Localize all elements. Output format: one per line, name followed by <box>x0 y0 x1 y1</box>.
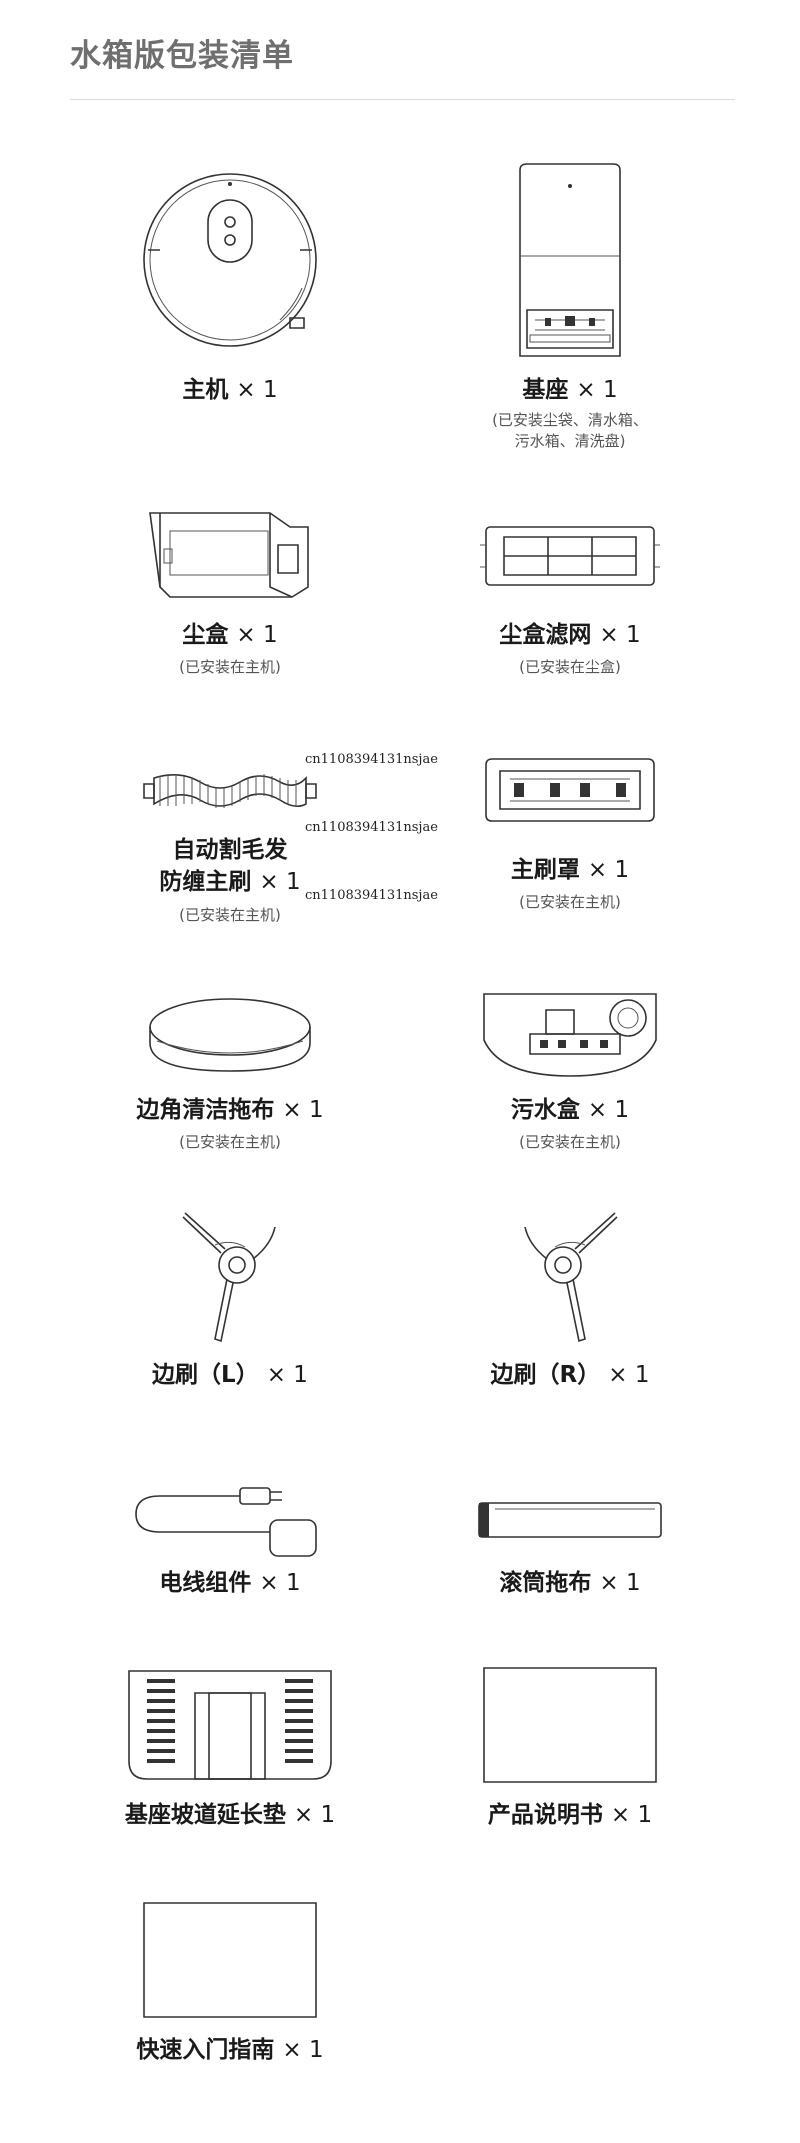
watermark-text: cn1108394131nsjae <box>305 888 438 903</box>
item-label: 边角清洁拖布 × 1 <box>136 1097 324 1123</box>
watermark-text: cn1108394131nsjae <box>305 752 438 767</box>
item-label-line1: 自动割毛发 <box>172 837 288 863</box>
robot-icon <box>50 160 410 360</box>
item-label: 主刷罩 × 1 <box>510 857 630 883</box>
dust-box-icon <box>50 505 410 605</box>
power-cord-icon <box>50 1480 410 1560</box>
item-note: (已安装在主机) <box>519 1133 621 1151</box>
dust-filter-icon <box>390 505 750 605</box>
watermark-text: cn1108394131nsjae <box>305 820 438 835</box>
base-station-icon <box>390 160 750 360</box>
main-brush-icon <box>50 745 410 835</box>
item-label: 边刷（R） × 1 <box>490 1362 650 1388</box>
item-label: 电线组件 × 1 <box>159 1570 301 1596</box>
quick-start-icon <box>50 1900 410 2020</box>
roller-mop-icon <box>390 1480 750 1560</box>
item-note: 污水箱、清洗盘) <box>514 432 626 450</box>
item-label: 滚筒拖布 × 1 <box>499 1570 641 1596</box>
item-note: (已安装尘袋、清水箱、 <box>492 411 648 429</box>
item-label: 产品说明书 × 1 <box>487 1802 653 1828</box>
item-label-line2: 防缠主刷 × 1 <box>159 869 301 895</box>
item-label: 尘盒 × 1 <box>182 622 278 648</box>
item-note: (已安装在主机) <box>179 1133 281 1151</box>
item-label: 尘盒滤网 × 1 <box>499 622 641 648</box>
item-label: 污水盒 × 1 <box>510 1097 630 1123</box>
side-brush-left-icon <box>50 1205 410 1345</box>
item-label: 基座 × 1 <box>522 377 618 403</box>
item-label: 基座坡道延长垫 × 1 <box>124 1802 336 1828</box>
item-label: 主机 × 1 <box>182 377 278 403</box>
title-divider <box>70 99 735 100</box>
waste-box-icon <box>390 985 750 1085</box>
item-note: (已安装在主机) <box>179 906 281 924</box>
brush-cover-icon <box>390 745 750 835</box>
item-label: 快速入门指南 × 1 <box>136 2037 324 2063</box>
manual-icon <box>390 1665 750 1785</box>
page-title: 水箱版包装清单 <box>70 38 294 74</box>
ramp-pad-icon <box>50 1665 410 1785</box>
item-label: 边刷（L） × 1 <box>152 1362 308 1388</box>
item-note: (已安装在尘盒) <box>519 658 621 676</box>
item-note: (已安装在主机) <box>519 893 621 911</box>
side-brush-right-icon <box>390 1205 750 1345</box>
item-note: (已安装在主机) <box>179 658 281 676</box>
corner-mop-icon <box>50 985 410 1085</box>
